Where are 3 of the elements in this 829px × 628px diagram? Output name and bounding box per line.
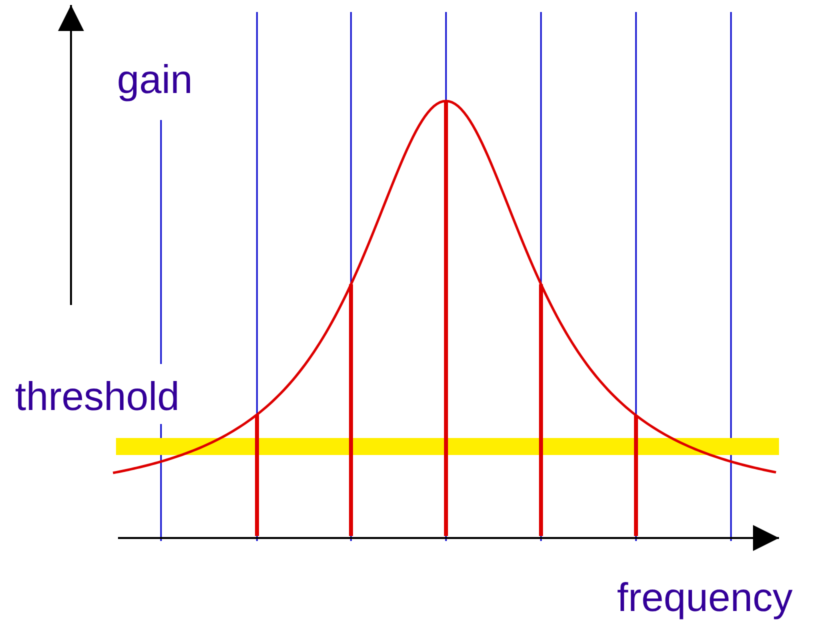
axis-label: frequency	[617, 578, 793, 618]
axis-label: threshold	[15, 377, 180, 417]
axis-label: gain	[117, 60, 193, 100]
